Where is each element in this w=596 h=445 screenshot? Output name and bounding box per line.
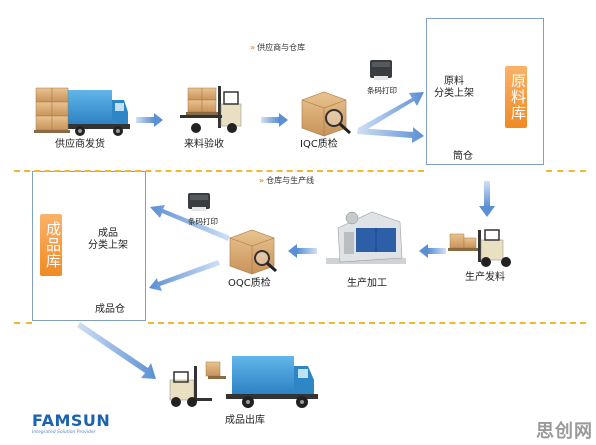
label-incoming-inspection: 来料验收	[184, 139, 224, 151]
section-title-supplier-warehouse: »供应商与仓库	[250, 43, 305, 53]
watermark: 思创网	[536, 417, 593, 443]
tag-raw-store: 原料库	[505, 66, 527, 128]
label-oqc: OQC质检	[228, 278, 271, 290]
production-machine-illustration	[326, 212, 406, 264]
supplier-truck-illustration	[34, 88, 130, 136]
oqc-box-illustration	[230, 230, 276, 274]
label-iqc: IQC质检	[300, 139, 338, 151]
label-barcode-print-1: 条码打印	[367, 85, 397, 97]
forklift-issue-illustration	[448, 230, 511, 267]
divider-bottom-left	[14, 322, 32, 324]
arrow-iqc-to-raw-shelf	[358, 92, 424, 133]
arrow-supplier-to-inspection	[136, 113, 163, 127]
label-production-issue: 生产发料	[465, 272, 505, 284]
divider-top-right	[546, 170, 586, 172]
arrow-oqc-to-finished-silo	[149, 260, 220, 291]
label-supplier-shipping: 供应商发货	[55, 139, 105, 151]
forklift-inspection-illustration	[180, 86, 241, 133]
label-finished-shelving: 分类上架	[88, 240, 128, 252]
chevron-right-icon: »	[259, 176, 264, 185]
arrow-silo-to-production-issue	[479, 181, 495, 217]
label-barcode-print-2: 条码打印	[188, 216, 218, 228]
arrow-iqc-to-silo	[357, 127, 424, 143]
label-finished-silo: 成品仓	[95, 304, 125, 316]
divider-top	[14, 170, 424, 172]
outbound-forklift-illustration	[170, 366, 212, 407]
barcode-printer-1-illustration	[370, 60, 392, 80]
chevron-right-icon: »	[250, 43, 255, 52]
label-raw-material: 原料	[444, 76, 464, 88]
section-title-warehouse-production: »仓库与生产线	[259, 176, 314, 186]
famsun-tagline: Integrated Solution Provider	[32, 430, 95, 435]
divider-bottom	[148, 322, 586, 324]
outbound-truck-illustration	[206, 356, 318, 408]
tag-finished-store: 成品库	[40, 214, 62, 276]
arrow-finished-to-outbound	[77, 322, 156, 379]
arrow-inspection-to-iqc	[261, 113, 288, 127]
arrow-processing-to-oqc	[288, 244, 317, 258]
iqc-box-illustration	[302, 92, 350, 136]
barcode-printer-2-illustration	[188, 193, 210, 211]
label-production-processing: 生产加工	[347, 278, 387, 290]
famsun-logo: FAMSUN	[32, 411, 110, 430]
label-finished: 成品	[98, 228, 118, 240]
label-raw-shelving: 分类上架	[434, 88, 474, 100]
arrow-issue-to-processing	[419, 244, 446, 258]
label-finished-outbound: 成品出库	[225, 415, 265, 427]
label-silo: 筒仓	[453, 151, 473, 163]
